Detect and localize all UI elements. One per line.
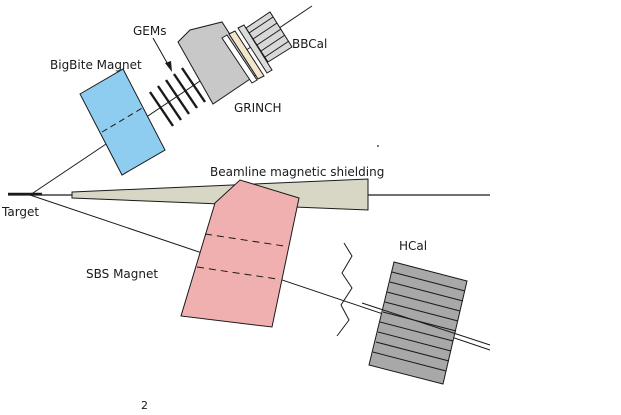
bbcal-preplanes	[221, 24, 273, 84]
grinch-label: GRINCH	[234, 101, 282, 115]
gems-arrowhead	[165, 61, 172, 72]
bigbite-magnet	[79, 68, 166, 176]
broken-axis-zigzag	[336, 242, 353, 337]
gem-planes	[149, 67, 206, 127]
hcal-detector	[361, 261, 491, 385]
stray-dot	[377, 145, 379, 147]
gems-label: GEMs	[133, 24, 167, 38]
target-label: Target	[2, 205, 40, 219]
stray-mark-label: 2	[141, 399, 148, 412]
bbcal-detector	[245, 11, 293, 63]
beamline-shielding-label: Beamline magnetic shielding	[210, 165, 385, 179]
sbs-magnet	[180, 179, 300, 328]
sbs-magnet-label: SBS Magnet	[86, 267, 159, 281]
bbcal-label: BBCal	[292, 37, 328, 51]
bigbite-magnet-label: BigBite Magnet	[50, 58, 142, 72]
hcal-label: HCal	[399, 239, 428, 253]
